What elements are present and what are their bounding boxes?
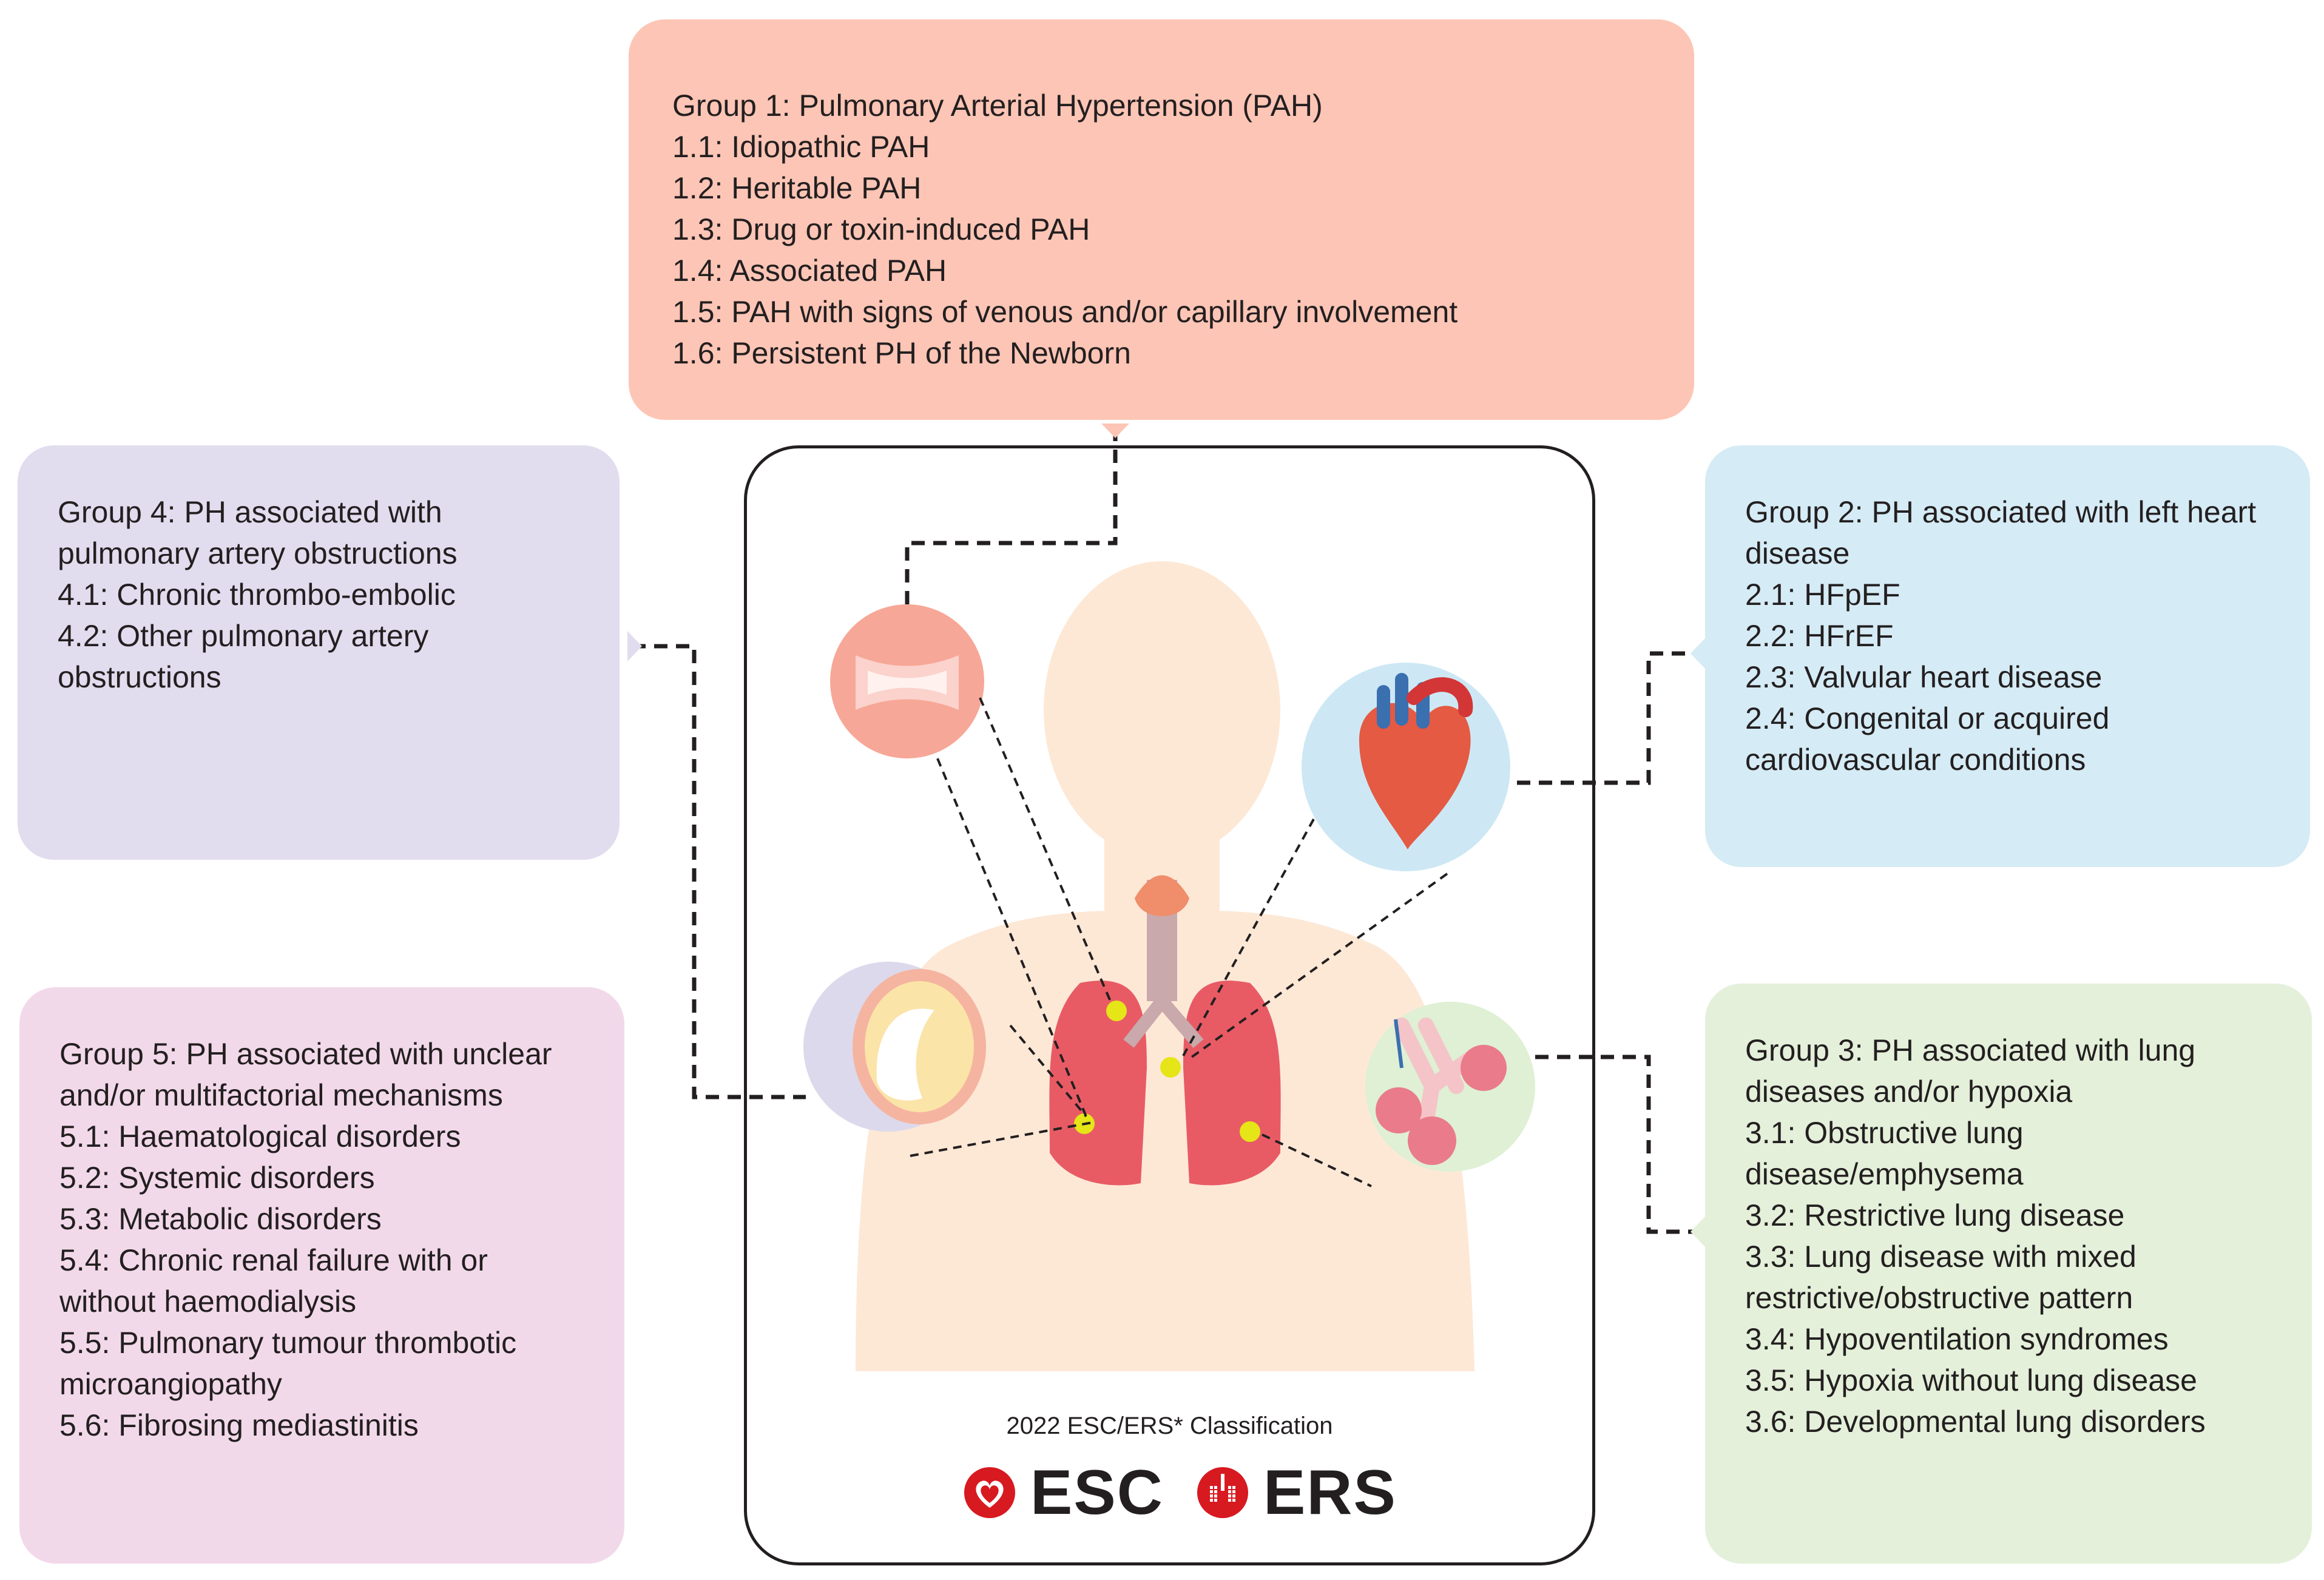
list-item: 2.1: HFpEF [1745,578,1900,612]
group-4-list: 4.1: Chronic thrombo-embolic 4.2: Other … [58,574,583,698]
list-item: 3.4: Hypoventilation syndromes [1745,1322,2169,1356]
connector-g1 [905,428,1118,604]
group-3-list: 3.1: Obstructive lung disease/emphysema … [1745,1112,2275,1442]
classification-panel [744,445,1595,1565]
group-3-box: Group 3: PH associated with lung disease… [1705,984,2312,1564]
connector-g4-g5 [632,644,806,1099]
esc-heart-icon [964,1467,1015,1518]
list-item: 4.1: Chronic thrombo-embolic [58,578,456,612]
list-item: 1.5: PAH with signs of venous and/or cap… [672,295,1458,329]
group-2-list: 2.1: HFpEF 2.2: HFrEF 2.3: Valvular hear… [1745,574,2274,780]
list-item: 3.3: Lung disease with mixed restrictive… [1745,1240,2137,1315]
connector-lines-outer [632,428,1693,1234]
classification-caption: 2022 ESC/ERS* Classification [1006,1413,1333,1439]
group-5-box: Group 5: PH associated with unclear and/… [19,987,624,1564]
list-item: 1.3: Drug or toxin-induced PAH [672,212,1090,246]
group-2-box: Group 2: PH associated with left heart d… [1705,445,2310,867]
group-5-title: Group 5: PH associated with unclear and/… [59,1037,552,1112]
marker-dot [1240,1121,1260,1142]
list-item: 1.6: Persistent PH of the Newborn [672,336,1131,370]
group-4-box: Group 4: PH associated with pulmonary ar… [18,445,620,860]
list-item: 5.5: Pulmonary tumour thrombotic microan… [59,1326,517,1401]
group-3-title: Group 3: PH associated with lung disease… [1745,1033,2196,1109]
group-2-title: Group 2: PH associated with left heart d… [1745,495,2257,570]
list-item: 3.1: Obstructive lung disease/emphysema [1745,1116,2024,1191]
list-item: 3.2: Restrictive lung disease [1745,1198,2125,1232]
connector-lines-inner [910,697,1448,1187]
list-item: 2.3: Valvular heart disease [1745,660,2103,694]
connector-g2 [1517,651,1693,785]
list-item: 5.6: Fibrosing mediastinitis [59,1408,419,1442]
esc-logo-text: ESC [1030,1457,1164,1528]
marker-dot [1106,1001,1127,1021]
list-item: 3.6: Developmental lung disorders [1745,1405,2206,1439]
list-item: 2.2: HFrEF [1745,619,1894,653]
ers-logo-text: ERS [1263,1457,1397,1528]
list-item: 3.5: Hypoxia without lung disease [1745,1363,2197,1397]
marker-dot [1160,1057,1181,1078]
group-1-list: 1.1: Idiopathic PAH 1.2: Heritable PAH 1… [672,126,1658,374]
list-item: 1.1: Idiopathic PAH [672,130,930,164]
group-1-box: Group 1: Pulmonary Arterial Hypertension… [629,19,1694,420]
list-item: 1.4: Associated PAH [672,254,947,288]
list-item: 5.4: Chronic renal failure with or witho… [59,1243,488,1318]
artery-cross-section-icon [830,604,984,758]
group-4-title: Group 4: PH associated with pulmonary ar… [58,495,458,570]
ers-logo: ERS [1195,1456,1397,1529]
list-item: 5.2: Systemic disorders [59,1161,375,1195]
list-item: 5.3: Metabolic disorders [59,1202,382,1236]
lungs-icon [1049,875,1281,1186]
list-item: 2.4: Congenital or acquired cardiovascul… [1745,701,2110,777]
alveoli-icon [1365,1002,1535,1172]
list-item: 5.1: Haematological disorders [59,1119,461,1153]
heart-icon [1302,663,1510,871]
thrombus-vessel-icon [803,962,986,1132]
list-item: 4.2: Other pulmonary artery obstructions [58,619,429,694]
list-item: 1.2: Heritable PAH [672,171,922,205]
connector-g3 [1535,1055,1693,1234]
connector-tips [627,424,1705,1247]
ers-lungs-icon [1197,1467,1248,1518]
group-1-title: Group 1: Pulmonary Arterial Hypertension… [672,89,1323,123]
esc-logo: ESC [962,1456,1164,1529]
group-5-list: 5.1: Haematological disorders 5.2: Syste… [59,1116,588,1446]
